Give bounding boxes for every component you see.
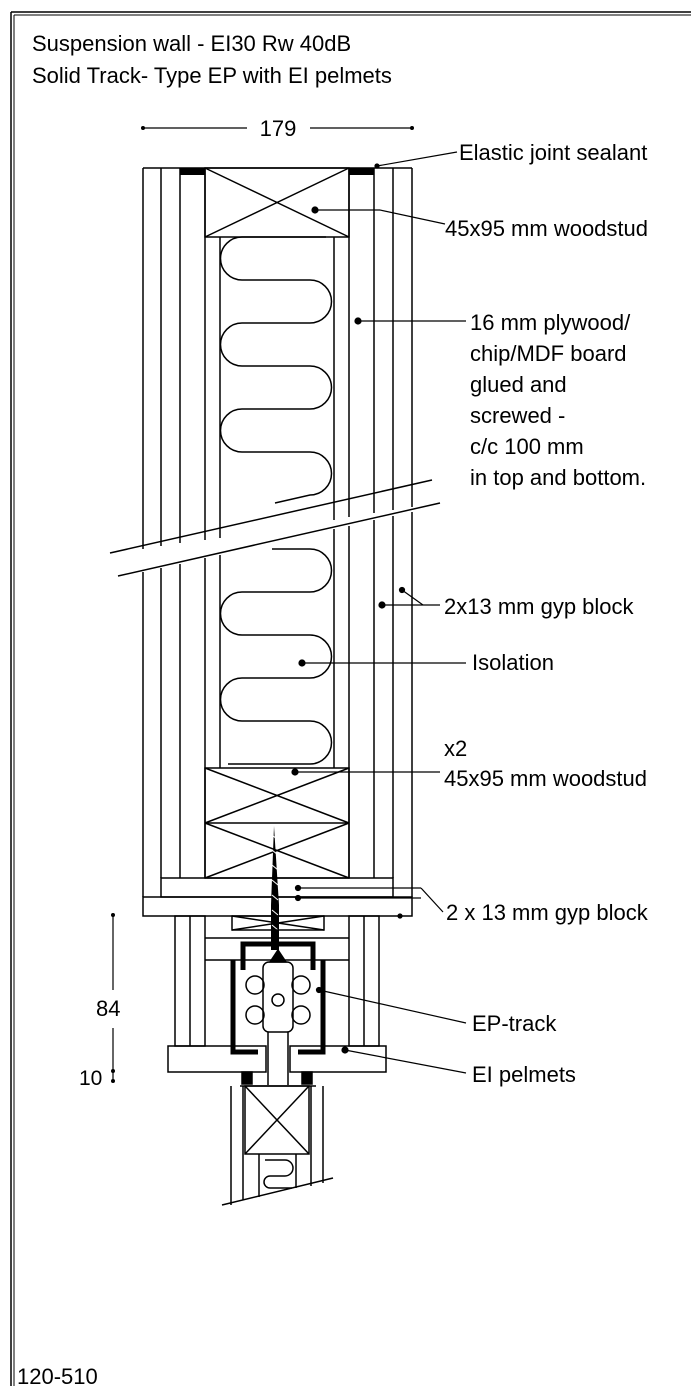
gap-dimension-label: 10 xyxy=(79,1067,102,1090)
label-gyp-block-side: 2x13 mm gyp block xyxy=(444,594,635,619)
label-ep-track: EP-track xyxy=(472,1011,557,1036)
height-dimension: 84 10 xyxy=(79,913,120,1090)
label-ei-pelmets: EI pelmets xyxy=(472,1062,576,1087)
board-spec-line: glued and xyxy=(470,372,567,397)
insulation-upper xyxy=(219,236,333,504)
board-spec-line: screwed - xyxy=(470,403,565,428)
height-dimension-label: 84 xyxy=(96,996,120,1021)
label-isolation: Isolation xyxy=(472,650,554,675)
callout-leaders xyxy=(291,151,467,1074)
label-board-spec: 16 mm plywood/ chip/MDF board glued and … xyxy=(470,310,646,490)
label-gyp-block-bottom: 2 x 13 mm gyp block xyxy=(446,900,649,925)
wall-lower-section xyxy=(142,512,413,917)
label-woodstud-top: 45x95 mm woodstud xyxy=(445,216,648,241)
track-assembly xyxy=(167,915,387,1206)
drawing-frame xyxy=(10,11,691,1386)
drawing-number: 120-510 xyxy=(17,1364,98,1386)
screw xyxy=(271,826,279,950)
wall-upper-section xyxy=(142,167,413,549)
sealant-right xyxy=(349,168,374,175)
board-spec-line: 16 mm plywood/ xyxy=(470,310,631,335)
width-dimension-label: 179 xyxy=(260,116,297,141)
board-spec-line: in top and bottom. xyxy=(470,465,646,490)
break-lines xyxy=(109,479,441,577)
board-spec-line: chip/MDF board xyxy=(470,341,627,366)
label-elastic-joint-sealant: Elastic joint sealant xyxy=(459,140,647,165)
sealant-left xyxy=(180,168,205,175)
board-spec-line: c/c 100 mm xyxy=(470,434,584,459)
title-line-2: Solid Track- Type EP with EI pelmets xyxy=(32,63,392,88)
label-woodstud-bottom: 45x95 mm woodstud xyxy=(444,766,647,791)
label-woodstud-quantity: x2 xyxy=(444,736,467,761)
title-line-1: Suspension wall - EI30 Rw 40dB xyxy=(32,31,351,56)
width-dimension: 179 xyxy=(141,116,414,141)
insulation-lower xyxy=(219,548,333,765)
